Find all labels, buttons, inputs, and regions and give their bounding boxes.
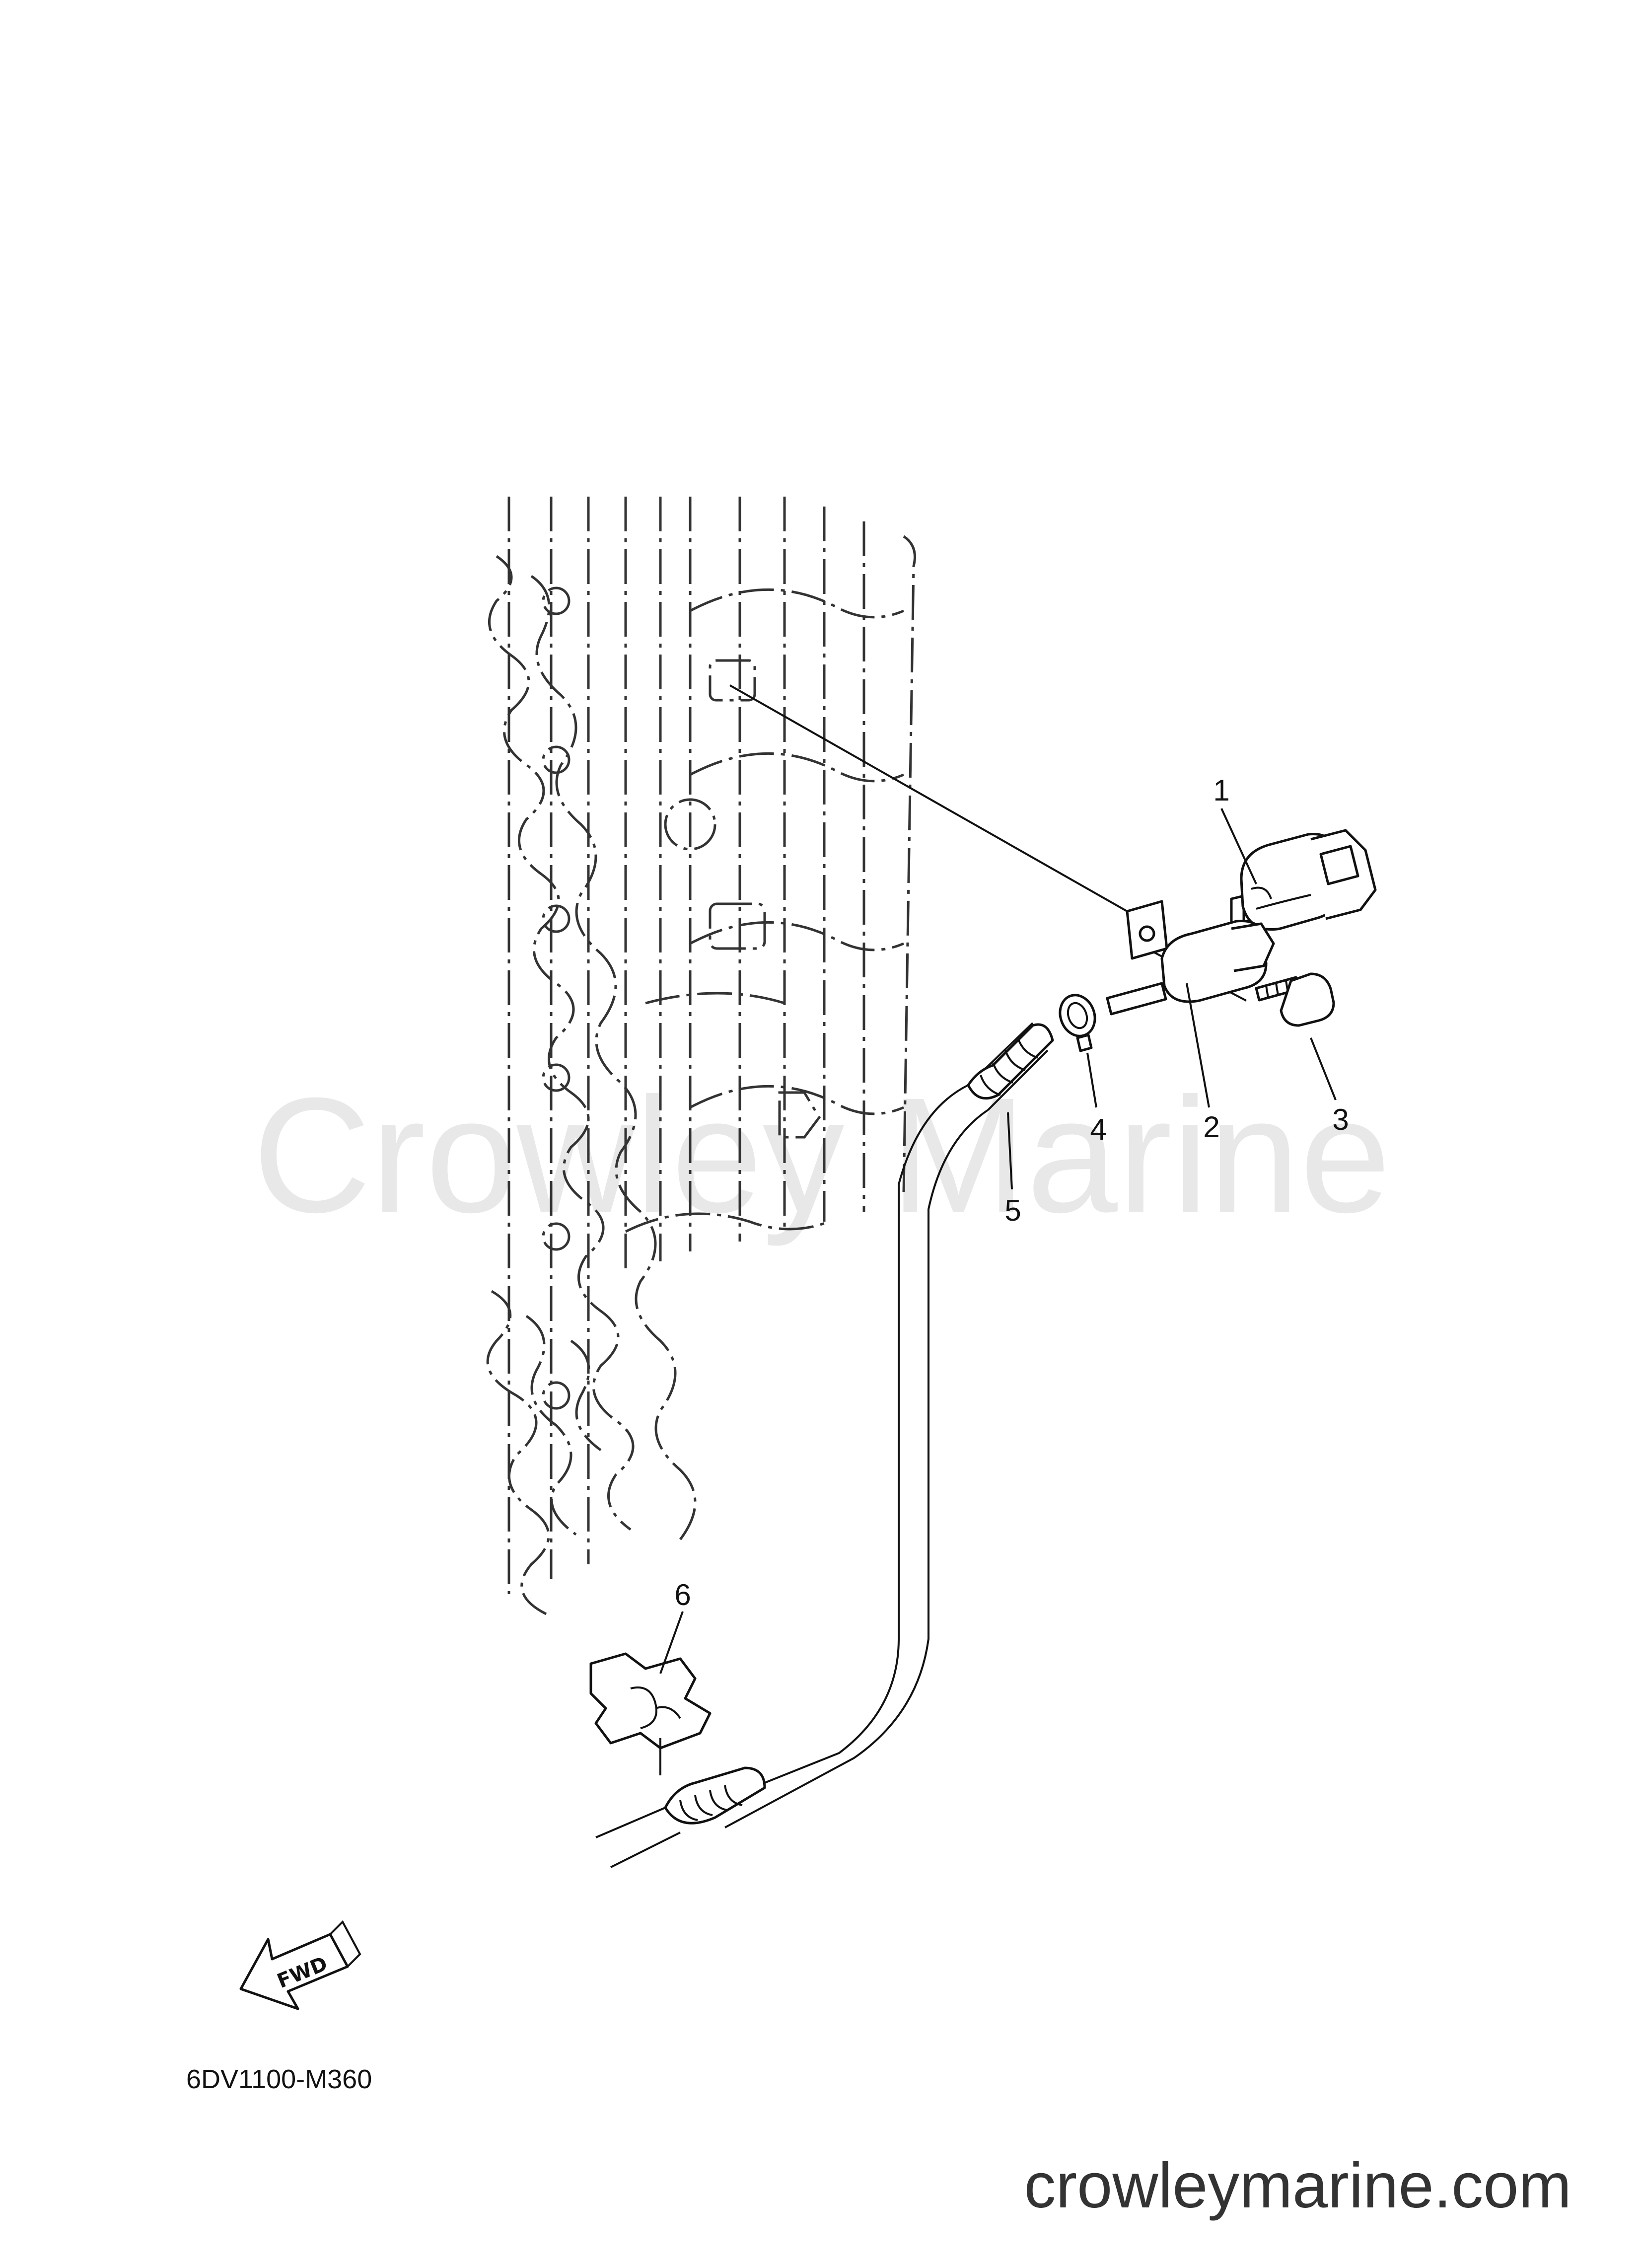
fwd-arrow-icon: FWD [239,1920,361,2010]
part-2-bracket-fitting [1106,900,1275,1016]
part-6-clip [589,1652,712,1750]
part-5-hose [595,1022,1054,1868]
watermark: Crowley Marine [253,1063,1391,1247]
site-url: crowleymarine.com [1024,2150,1572,2221]
part-4-hose-clamp [1059,994,1096,1052]
mounting-line [729,684,1128,912]
callout-3: 3 [1332,1103,1349,1136]
part-1-pressure-switch [1230,829,1377,931]
leader-lines [659,808,1337,1775]
part-3-bolt [1255,972,1335,1027]
callout-4: 4 [1090,1113,1106,1146]
drawing-code: 6DV1100-M360 [186,2064,372,2094]
callout-1: 1 [1213,774,1229,807]
engine-block-outline [486,497,916,1615]
callout-6: 6 [674,1578,691,1611]
callout-2: 2 [1203,1110,1219,1144]
callout-5: 5 [1004,1194,1021,1227]
